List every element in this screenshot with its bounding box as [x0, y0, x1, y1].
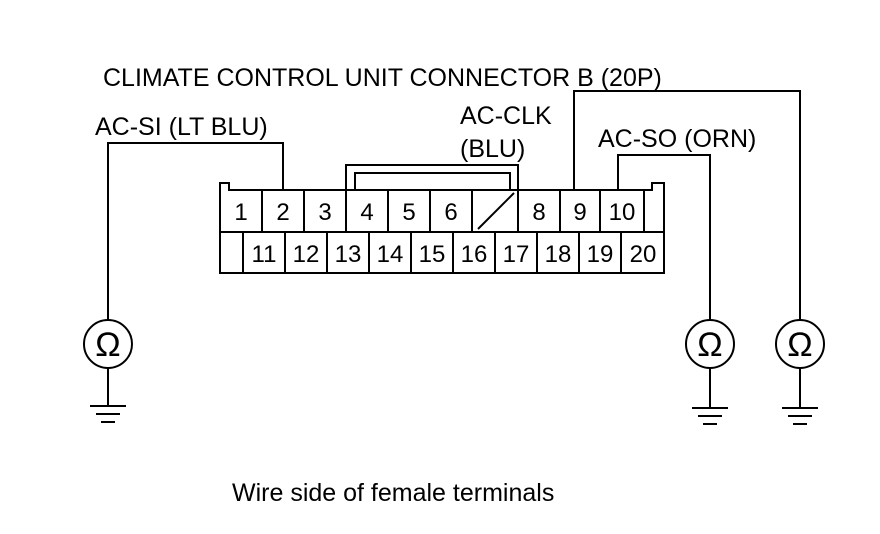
pin-1: 1	[234, 199, 247, 226]
pin-14: 14	[377, 241, 404, 268]
wires	[107, 90, 801, 320]
connector-top-row: 1 2 3 4 5 6 8 9 10	[234, 190, 645, 232]
pin-10: 10	[609, 199, 636, 226]
ohmmeter-icon: Ω	[95, 326, 120, 364]
ohmmeter-left: Ω	[83, 319, 133, 369]
pin-12: 12	[293, 241, 320, 268]
diagram-caption: Wire side of female terminals	[232, 479, 554, 507]
ac-si-wire	[107, 142, 284, 320]
connector-bottom-row: 11 12 13 14 15 16 17 18 19 20	[242, 232, 657, 273]
pin-20: 20	[630, 241, 657, 268]
pin-11: 11	[252, 241, 277, 268]
pin-19: 19	[587, 241, 614, 268]
pin-8: 8	[532, 199, 545, 226]
pin-2: 2	[276, 199, 289, 226]
ohmmeter-middle: Ω	[685, 319, 735, 369]
pin-9: 9	[573, 199, 586, 226]
pin-6: 6	[444, 199, 457, 226]
pin-5: 5	[402, 199, 415, 226]
pin-17: 17	[503, 241, 530, 268]
pin-13: 13	[335, 241, 362, 268]
ohmmeter-icon: Ω	[787, 326, 812, 364]
pin-3: 3	[318, 199, 331, 226]
ac-clk-wire	[573, 90, 801, 320]
ac-si-label: AC-SI (LT BLU)	[95, 113, 268, 141]
ac-clk-label: AC-CLK	[460, 102, 552, 130]
pin-4: 4	[360, 199, 373, 226]
unused-pin-slash	[477, 192, 515, 230]
ground-icon	[692, 368, 728, 425]
pin-18: 18	[545, 241, 572, 268]
connector-lock-tab	[345, 164, 519, 190]
ac-so-wire	[617, 154, 711, 320]
ground-icon	[90, 368, 126, 423]
ac-so-label: AC-SO (ORN)	[598, 125, 756, 153]
pin-15: 15	[419, 241, 446, 268]
ohmmeter-icon: Ω	[697, 326, 722, 364]
ac-clk-color-label: (BLU)	[460, 135, 525, 163]
pin-16: 16	[461, 241, 488, 268]
ohmmeter-right: Ω	[775, 319, 825, 369]
ground-icon	[782, 368, 818, 425]
diagram-title: CLIMATE CONTROL UNIT CONNECTOR B (20P)	[103, 64, 662, 92]
